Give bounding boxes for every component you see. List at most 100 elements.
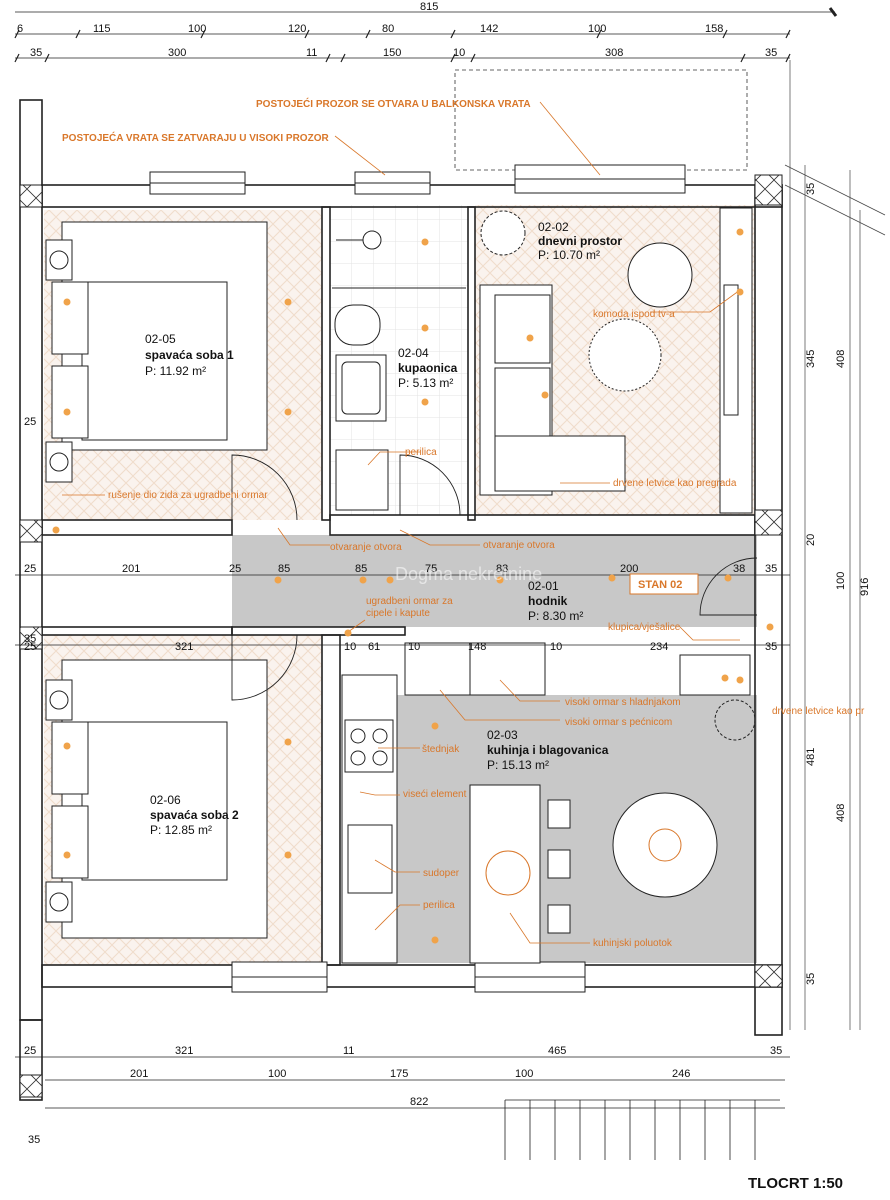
dim-label: 11 bbox=[306, 47, 317, 59]
annotation-leaders bbox=[62, 101, 741, 944]
dim-label: 408 bbox=[835, 804, 847, 822]
annotation-tv-chest: komoda ispod tv-a bbox=[593, 309, 675, 320]
dim-label: 120 bbox=[288, 23, 306, 35]
dim-label: 201 bbox=[130, 1068, 148, 1080]
room-area: P: 15.13 m² bbox=[487, 758, 549, 772]
dimensions-bottom bbox=[15, 1056, 790, 1109]
room-label-hallway: 02-01 hodnik P: 8.30 m² bbox=[528, 579, 583, 623]
plan-title: TLOCRT 1:50 bbox=[748, 1175, 843, 1192]
dim-label: 35 bbox=[765, 563, 777, 575]
room-code: 02-03 bbox=[487, 728, 518, 742]
dim-label: 175 bbox=[390, 1068, 408, 1080]
column-hatch bbox=[19, 519, 43, 543]
dim-label: 35 bbox=[30, 47, 42, 59]
dim-label: 200 bbox=[620, 563, 638, 575]
dim-label: 148 bbox=[468, 641, 486, 653]
dim-label: 38 bbox=[733, 563, 745, 575]
room-code: 02-05 bbox=[145, 332, 176, 346]
dim-label: 61 bbox=[368, 641, 380, 653]
watermark-logo: Dogma nekretnine bbox=[395, 564, 542, 584]
dim-label: 85 bbox=[355, 563, 367, 575]
dim-label: 85 bbox=[278, 563, 290, 575]
dim-label: 80 bbox=[382, 23, 394, 35]
dim-label: 321 bbox=[175, 641, 193, 653]
room-label-bedroom-2: 02-06 spavaća soba 2 P: 12.85 m² bbox=[150, 793, 239, 837]
column-hatch bbox=[754, 509, 783, 536]
annotation-oven: visoki ormar s pećnicom bbox=[565, 717, 672, 728]
dim-label: 308 bbox=[605, 47, 623, 59]
dim-label: 481 bbox=[805, 748, 817, 766]
room-name: hodnik bbox=[528, 594, 568, 608]
kitchen-furniture bbox=[341, 642, 751, 964]
room-area: P: 5.13 m² bbox=[398, 376, 453, 390]
dim-label: 83 bbox=[496, 563, 508, 575]
room-name: spavaća soba 2 bbox=[150, 808, 239, 822]
dim-label: 150 bbox=[383, 47, 401, 59]
dim-label: 20 bbox=[805, 534, 817, 546]
bathroom-fixtures bbox=[332, 230, 466, 511]
dim-row-b: 35 25 321 10 61 10 148 10 234 35 bbox=[24, 633, 777, 653]
annotation-peninsula: kuhinjski poluotok bbox=[593, 938, 673, 949]
annotation-fridge: visoki ormar s hladnjakom bbox=[565, 697, 681, 708]
room-name: dnevni prostor bbox=[538, 234, 622, 248]
room-label-kitchen: 02-03 kuhinja i blagovanica P: 15.13 m² bbox=[487, 728, 609, 772]
dim-label: 408 bbox=[835, 350, 847, 368]
dim-label: 25 bbox=[24, 1045, 36, 1057]
dim-label: 35 bbox=[805, 183, 817, 195]
annotation-stove: štednjak bbox=[422, 744, 460, 755]
column-hatch bbox=[19, 1074, 43, 1098]
bed-1 bbox=[45, 221, 268, 483]
windows-bottom bbox=[231, 961, 586, 993]
room-area: P: 12.85 m² bbox=[150, 823, 212, 837]
unit-badge bbox=[629, 573, 699, 595]
dim-label: 35 bbox=[765, 47, 777, 59]
column-hatch bbox=[754, 964, 783, 988]
annotation-washer-bath: perilica bbox=[405, 447, 437, 458]
column-hatch bbox=[754, 174, 783, 206]
light-points bbox=[52, 228, 774, 944]
door-swings bbox=[231, 454, 758, 701]
dim-label: 100 bbox=[588, 23, 606, 35]
annotation-high-window: POSTOJEĆA VRATA SE ZATVARAJU U VISOKI PR… bbox=[62, 131, 329, 144]
room-area: P: 8.30 m² bbox=[528, 609, 583, 623]
annotation-wall-cabinet: viseći element bbox=[403, 789, 467, 800]
dim-bottom-row1: 25 321 11 465 35 bbox=[24, 1045, 782, 1057]
plant-icon bbox=[714, 699, 756, 741]
room-label-bathroom: 02-04 kupaonica P: 5.13 m² bbox=[398, 346, 458, 390]
dim-label: 25 bbox=[24, 563, 36, 575]
exterior-hatch bbox=[784, 60, 886, 1030]
dim-label: 35 bbox=[28, 1134, 40, 1146]
room-name: kuhinja i blagovanica bbox=[487, 743, 609, 757]
room-area: P: 11.92 m² bbox=[145, 364, 206, 378]
dim-label: 35 bbox=[24, 633, 36, 645]
annotation-wardrobe-line1: ugradbeni ormar za bbox=[366, 596, 453, 607]
dim-label: 10 bbox=[453, 47, 465, 59]
annotation-sink: sudoper bbox=[423, 868, 460, 879]
bed-2 bbox=[45, 659, 268, 939]
dim-label: 246 bbox=[672, 1068, 690, 1080]
dim-label: 201 bbox=[122, 563, 140, 575]
dim-label: 25 bbox=[229, 563, 241, 575]
living-furniture bbox=[479, 207, 753, 514]
room-name: kupaonica bbox=[398, 361, 458, 375]
room-area: P: 10.70 m² bbox=[538, 248, 600, 262]
dim-label: 35 bbox=[805, 973, 817, 985]
dim-label: 115 bbox=[93, 23, 111, 35]
annotation-wardrobe-line2: cipele i kapute bbox=[366, 608, 430, 619]
dim-label: 100 bbox=[268, 1068, 286, 1080]
column-hatch bbox=[19, 626, 43, 650]
dim-label: 465 bbox=[548, 1045, 566, 1057]
dim-label: 100 bbox=[835, 572, 847, 590]
room-code: 02-02 bbox=[538, 220, 569, 234]
annotation-bench: klupica/vješalice bbox=[608, 622, 681, 633]
dim-label: 345 bbox=[805, 350, 817, 368]
dim-label: 11 bbox=[343, 1045, 354, 1057]
dim-label: 142 bbox=[480, 23, 498, 35]
dims-right: 35 345 408 20 100 916 481 408 35 bbox=[805, 183, 871, 985]
annotation-opening-1: otvaranje otvora bbox=[330, 542, 402, 553]
annotation-wooden-slats: drvene letvice kao pregrada bbox=[613, 478, 737, 489]
windows-top bbox=[149, 164, 686, 195]
dim-label: 35 bbox=[765, 641, 777, 653]
unit-label: STAN 02 bbox=[638, 579, 682, 591]
